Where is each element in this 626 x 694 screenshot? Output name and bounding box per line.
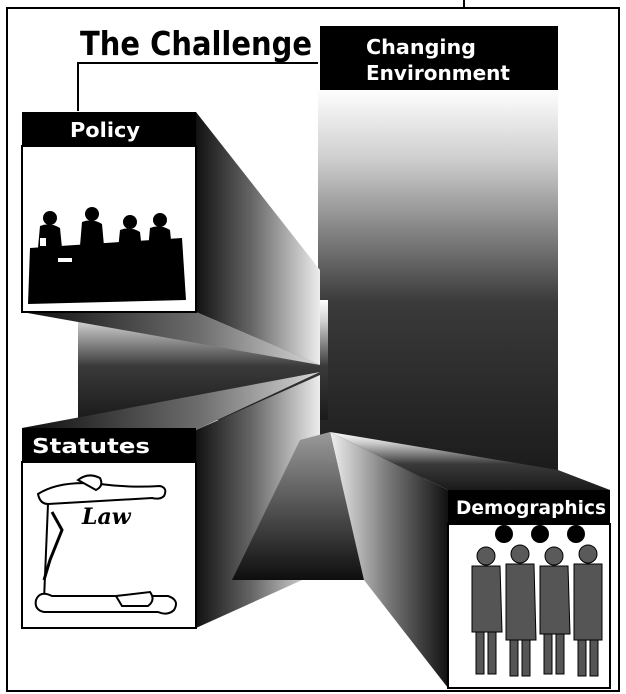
demographics-panel: Demographics — [447, 490, 611, 689]
environment-label-line1: Changing — [366, 35, 476, 59]
center-bottom-wedge — [232, 432, 364, 580]
policy-label: Policy — [70, 118, 140, 142]
policy-perspective-side — [196, 112, 320, 365]
demographics-label: Demographics — [456, 497, 606, 519]
environment-header-box — [320, 26, 558, 90]
title-connector-line — [77, 62, 318, 111]
scroll-law-text: Law — [81, 504, 132, 530]
people-group-icon — [471, 525, 603, 677]
diagram-title: The Challenge — [80, 24, 312, 63]
statutes-panel: Statutes Law — [21, 428, 197, 629]
demographics-header — [448, 490, 610, 524]
policy-perspective-bottom — [22, 312, 320, 365]
environment-label-line2: Environment — [366, 61, 510, 85]
policy-header — [22, 112, 196, 146]
law-scroll-icon: Law — [34, 474, 177, 615]
demographics-perspective-top — [330, 432, 610, 490]
policy-panel: Policy — [21, 112, 197, 313]
demographics-perspective-side — [330, 432, 448, 688]
environment-backdrop — [318, 88, 558, 478]
meeting-table-icon — [28, 207, 186, 304]
statutes-perspective-top — [22, 372, 320, 430]
statutes-header — [22, 428, 196, 462]
statutes-label: Statutes — [32, 434, 150, 458]
